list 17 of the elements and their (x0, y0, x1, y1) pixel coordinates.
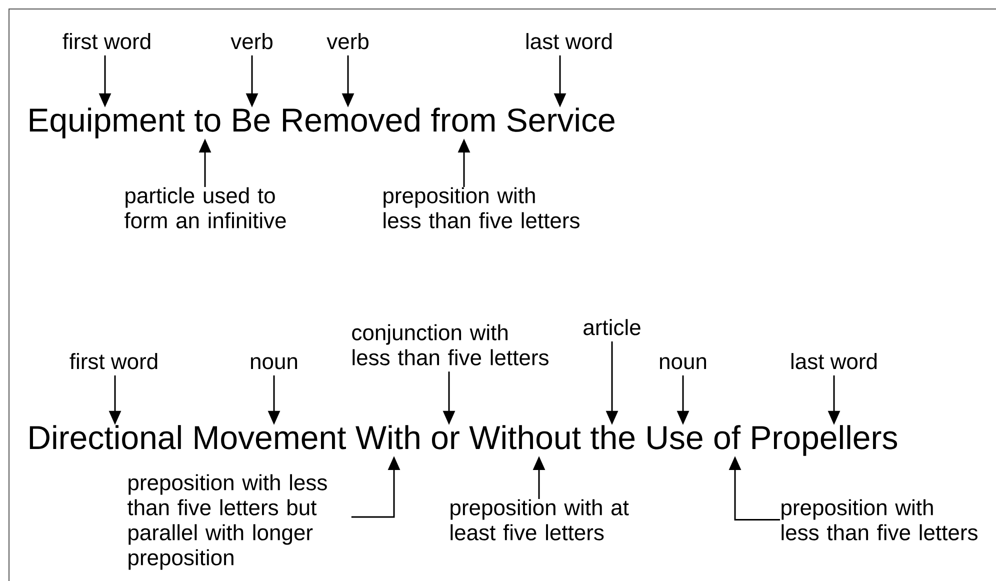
annotation-label: last word (526, 33, 612, 50)
annotation-label: last word (791, 353, 877, 370)
annotation-label: preposition with less than five letters but parallel with longer preposition (128, 474, 327, 570)
annotation-label: verb (230, 33, 272, 50)
annotation-label: first word (62, 33, 150, 50)
annotation-label: preposition with less than five letters (384, 187, 580, 228)
annotation-label: noun (251, 357, 298, 370)
annotation-label: conjunction with less than five letters (352, 324, 548, 366)
annotation-label: preposition with at least five letters (450, 499, 629, 540)
phrase-text: Equipment to Be Removed from Service (30, 108, 614, 138)
annotation-label: article (584, 319, 640, 336)
annotation-label: first word (70, 353, 158, 370)
annotation-label: noun (660, 357, 706, 370)
annotation-label: preposition with less than five letters (782, 499, 978, 540)
annotation-label: verb (326, 33, 368, 50)
annotation-label: particle used to form an infinitive (124, 187, 286, 228)
phrase-text: Directional Movement With or Without the Use of Propellers (30, 425, 898, 456)
